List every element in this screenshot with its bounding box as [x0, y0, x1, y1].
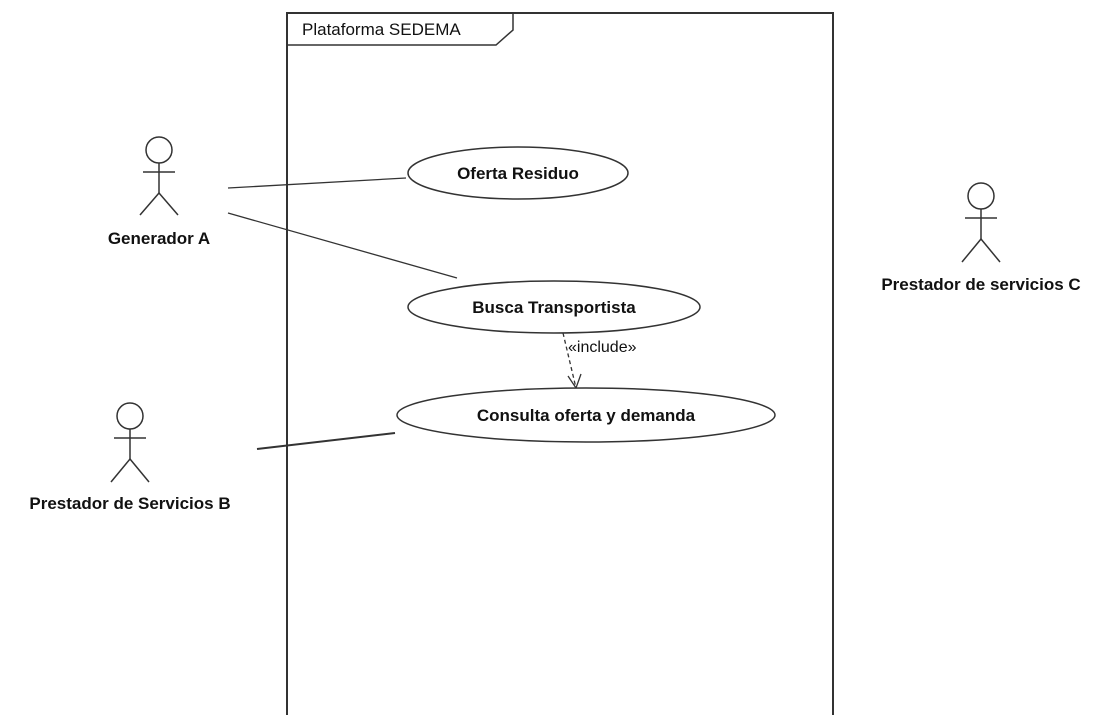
use-case-label: Consulta oferta y demanda — [477, 406, 696, 425]
include-dependency: «include» — [562, 332, 637, 390]
use-case-ellipse — [407, 146, 629, 200]
include-label: «include» — [568, 339, 637, 356]
use-case-ellipse — [407, 280, 701, 334]
use-case-busca-transportista[interactable]: Busca Transportista — [407, 280, 701, 334]
use-case-ellipse — [396, 387, 776, 443]
system-title: Plataforma SEDEMA — [302, 20, 461, 39]
system-frame — [286, 12, 834, 715]
use-case-label: Oferta Residuo — [457, 164, 579, 183]
system-frame-tab — [287, 12, 514, 46]
actor-label: Prestador de servicios C — [881, 275, 1080, 294]
stick-figure-icon — [139, 136, 179, 216]
use-case-consulta-oferta-demanda[interactable]: Consulta oferta y demanda — [396, 387, 776, 443]
association-a-busca — [227, 212, 458, 279]
include-line — [562, 332, 577, 389]
stick-figure-icon — [110, 402, 150, 483]
actor-prestador-servicios-c[interactable]: Prestador de servicios C — [881, 182, 1081, 294]
association-a-oferta — [227, 177, 407, 189]
actor-generador-a[interactable]: Generador A — [108, 136, 210, 248]
actor-prestador-servicios-b[interactable]: Prestador de Servicios B — [29, 402, 231, 513]
system-boundary: Plataforma SEDEMA — [286, 12, 834, 715]
actor-label: Prestador de Servicios B — [29, 494, 230, 513]
actor-label: Generador A — [108, 229, 210, 248]
associations — [227, 177, 458, 450]
association-b-consulta — [256, 432, 396, 450]
use-case-oferta-residuo[interactable]: Oferta Residuo — [407, 146, 629, 200]
stick-figure-icon — [961, 182, 1001, 263]
use-case-label: Busca Transportista — [472, 298, 636, 317]
